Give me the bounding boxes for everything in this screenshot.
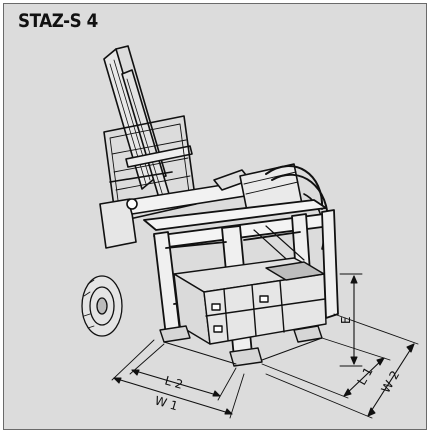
- dimension-lines: [111, 273, 419, 419]
- figure-frame: E L 1 W 2 L 2 W 1 STAZ-S 4: [3, 3, 427, 430]
- figure-title: STAZ-S 4: [18, 10, 98, 32]
- forklift-clamp-drawing: E L 1 W 2 L 2 W 1: [81, 45, 419, 419]
- clamp-feet: [159, 325, 323, 367]
- truck-wheel: [81, 275, 123, 337]
- dimension-label-l2: L 2: [163, 373, 184, 391]
- dimension-label-e: E: [339, 316, 353, 324]
- dimension-label-w1: W 1: [153, 393, 179, 413]
- mast: [103, 45, 193, 209]
- dimension-label-w2: W 2: [378, 368, 402, 395]
